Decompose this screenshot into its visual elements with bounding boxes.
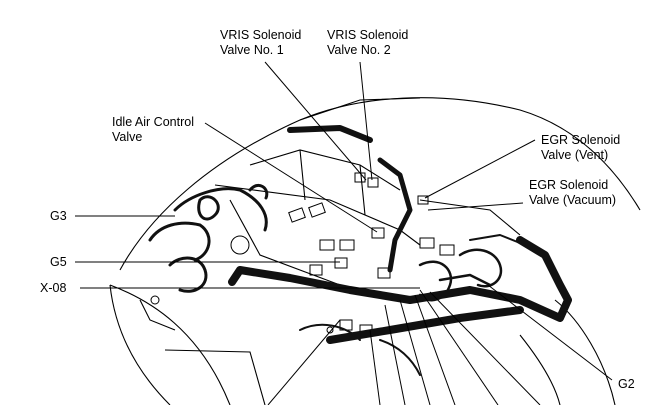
label-line: Valve No. 2	[327, 43, 391, 57]
label-g2: G2	[618, 377, 635, 391]
label-vris-solenoid-valve-1: VRIS Solenoid Valve No. 1	[220, 28, 301, 58]
label-line: EGR Solenoid	[529, 178, 609, 192]
label-g5: G5	[50, 255, 67, 269]
label-egr-solenoid-vent: EGR Solenoid Valve (Vent)	[541, 133, 620, 163]
label-egr-solenoid-vacuum: EGR Solenoid Valve (Vacuum)	[529, 178, 616, 208]
label-g3: G3	[50, 209, 67, 223]
label-idle-air-control-valve: Idle Air Control Valve	[112, 115, 194, 145]
label-line: VRIS Solenoid	[220, 28, 302, 42]
label-x08: X-08	[40, 281, 67, 295]
label-line: Valve (Vacuum)	[529, 193, 617, 207]
label-vris-solenoid-valve-2: VRIS Solenoid Valve No. 2	[327, 28, 408, 58]
label-line: Valve No. 1	[220, 43, 284, 57]
label-line: Valve (Vent)	[541, 148, 609, 162]
label-line: EGR Solenoid	[541, 133, 621, 147]
label-line: Idle Air Control	[112, 115, 194, 129]
leader-lines	[75, 61, 613, 405]
label-line: VRIS Solenoid	[327, 28, 409, 42]
wire-harness	[148, 125, 572, 376]
label-line: Valve	[112, 130, 143, 144]
